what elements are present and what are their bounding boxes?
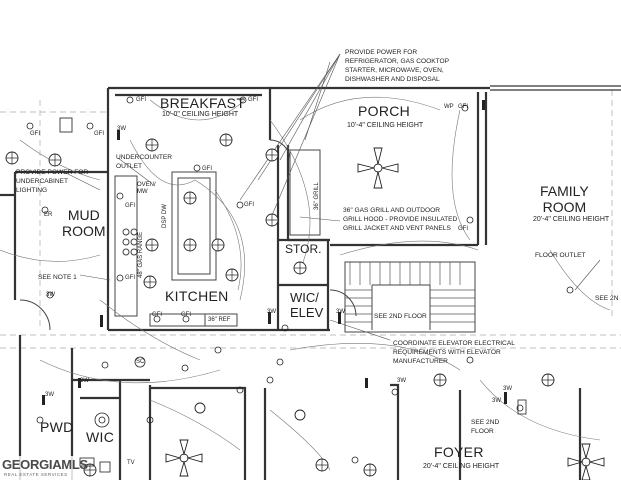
fixture-gas-range: 48" GAS RANGE (138, 231, 144, 278)
dashed-grid-lines (0, 90, 621, 349)
device-label-gfi: GFI (458, 104, 468, 110)
note-provide-power-undercabinet: PROVIDE POWER FOR UNDERCABINET LIGHTING (16, 169, 89, 194)
room-name-wic: WIC (86, 429, 115, 445)
watermark-tagline: REAL ESTATE SERVICES (4, 472, 68, 477)
device-label-three-way: 3W (80, 378, 89, 384)
device-label-gfi: GFI (136, 97, 146, 103)
device-label-three-way: 3W (46, 292, 55, 298)
fixture-dsp-dw: DSP DW (162, 204, 168, 228)
stair-treads (345, 262, 475, 323)
device-label-gfi: GFI (152, 312, 162, 318)
room-name-kitchen: KITCHEN (165, 288, 229, 304)
note-provide-power-appliances: PROVIDE POWER FOR REFRIGERATOR, GAS COOK… (345, 49, 450, 83)
note-see-note-1: SEE NOTE 1 (38, 274, 77, 281)
device-label-gfi: GFI (202, 166, 212, 172)
room-name-wic-elev: WIC/ ELEV (290, 290, 324, 320)
device-label-three-way: 3W (503, 386, 512, 392)
device-label-three-way: 3W (397, 378, 406, 384)
fixture-oven-mw: OVEN/ MW (137, 182, 156, 195)
note-see-2nd-floor-stair: SEE 2ND FLOOR (374, 313, 427, 320)
exhaust-fan-icons (79, 356, 527, 473)
room-name-breakfast: BREAKFAST (160, 95, 246, 111)
fixture-tv: TV (127, 460, 135, 466)
note-see-2nd-floor-foyer: SEE 2ND FLOOR (471, 419, 500, 435)
room-name-porch: PORCH (358, 103, 411, 119)
device-label-gfi: GFI (244, 202, 254, 208)
note-gas-grill: 36" GAS GRILL AND OUTDOOR GRILL HOOD - P… (343, 207, 458, 232)
light-crosses (6, 134, 554, 476)
fixture-wp-gfi: WP (444, 104, 454, 110)
note-undercounter-outlet: UNDERCOUNTER OUTLET (116, 154, 173, 170)
device-label-gfi: GFI (125, 275, 135, 281)
device-label-three-way: 3W (267, 309, 276, 315)
leader-lines (59, 53, 601, 341)
device-label-gfi: GFI (248, 97, 258, 103)
note-coordinate-elevator: COORDINATE ELEVATOR ELECTRICAL REQUIREME… (393, 340, 515, 365)
device-label-gfi: GFI (181, 312, 191, 318)
note-floor-outlet: FLOOR OUTLET (535, 252, 586, 259)
device-label-three-way: 3W (336, 309, 345, 315)
fixture-grill: 36" GRILL (314, 182, 320, 210)
room-name-storage: STOR. (285, 242, 322, 256)
ceiling-height-breakfast: 10'-0" CEILING HEIGHT (162, 111, 239, 118)
device-label-three-way: 3W (492, 398, 501, 404)
note-see-2nd-floor-right: SEE 2N (595, 295, 619, 302)
watermark-brand: GEORGIAMLS (2, 457, 88, 472)
room-name-family-room: FAMILY ROOM (540, 183, 589, 215)
fixture-sc: SC (136, 359, 145, 365)
room-name-pwd: PWD (40, 419, 74, 435)
georgiamls-watermark-logo: GEORGIAMLS REAL ESTATE SERVICES (0, 456, 88, 480)
device-label-three-way: 3W (45, 392, 54, 398)
ceiling-height-porch: 10'-4" CEILING HEIGHT (347, 122, 424, 129)
switch-marks (42, 100, 507, 405)
receptacles (26, 96, 574, 464)
device-label-er: ER (44, 212, 53, 218)
device-label-gfi: GFI (30, 131, 40, 137)
device-label-three-way: 3W (117, 126, 126, 132)
ceiling-height-family-room: 20'-4" CEILING HEIGHT (533, 216, 610, 223)
room-name-mud-room: MUD ROOM (62, 207, 106, 239)
device-label-gfi: GFI (125, 203, 135, 209)
ceiling-height-foyer: 20'-4" CEILING HEIGHT (423, 463, 500, 470)
casework (19, 117, 476, 333)
walls (0, 85, 621, 480)
fixture-ref: 36" REF (208, 317, 231, 323)
room-name-foyer: FOYER (434, 444, 484, 460)
device-label-gfi: GFI (458, 226, 468, 232)
device-label-gfi: GFI (94, 131, 104, 137)
ceiling-fan-icons (165, 147, 605, 480)
